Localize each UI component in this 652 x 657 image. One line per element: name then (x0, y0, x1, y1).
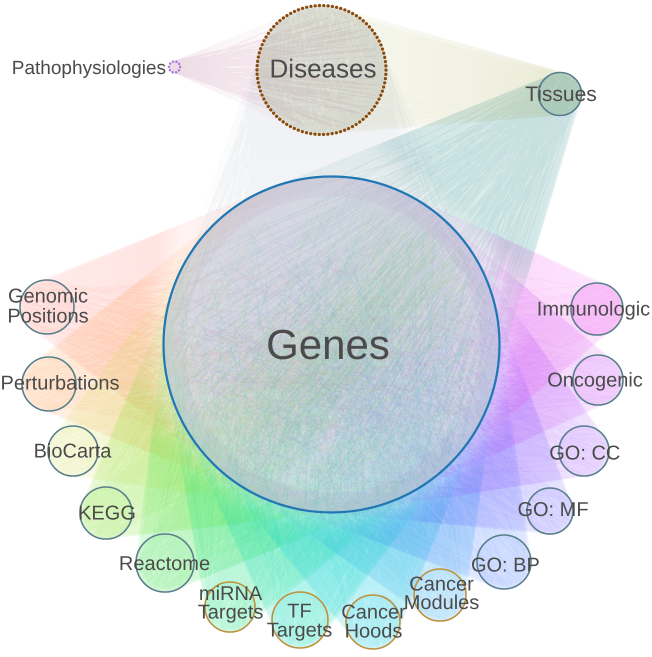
svg-text:Targets: Targets (267, 620, 333, 642)
svg-text:Modules: Modules (404, 592, 480, 614)
svg-text:Positions: Positions (7, 306, 88, 328)
svg-text:miRNA: miRNA (199, 583, 263, 605)
svg-text:Targets: Targets (198, 601, 264, 623)
svg-text:Cancer: Cancer (341, 602, 406, 624)
svg-text:KEGG: KEGG (78, 503, 136, 525)
svg-text:GO: MF: GO: MF (517, 499, 588, 521)
svg-text:Immunologic: Immunologic (537, 299, 650, 321)
svg-text:GO: BP: GO: BP (471, 555, 540, 577)
svg-text:Oncogenic: Oncogenic (547, 370, 643, 392)
svg-text:Diseases: Diseases (270, 54, 377, 84)
svg-text:Hoods: Hoods (345, 621, 403, 643)
svg-text:Perturbations: Perturbations (1, 373, 120, 395)
svg-text:Cancer: Cancer (409, 573, 474, 595)
svg-text:BioCarta: BioCarta (34, 441, 113, 463)
svg-text:TF: TF (287, 601, 311, 623)
svg-text:Genes: Genes (266, 321, 390, 368)
svg-text:Tissues: Tissues (525, 83, 597, 106)
svg-text:GO: CC: GO: CC (549, 443, 620, 465)
svg-text:Genomic: Genomic (8, 286, 88, 308)
svg-text:Pathophysiologies: Pathophysiologies (12, 58, 166, 79)
svg-text:Reactome: Reactome (119, 553, 210, 575)
